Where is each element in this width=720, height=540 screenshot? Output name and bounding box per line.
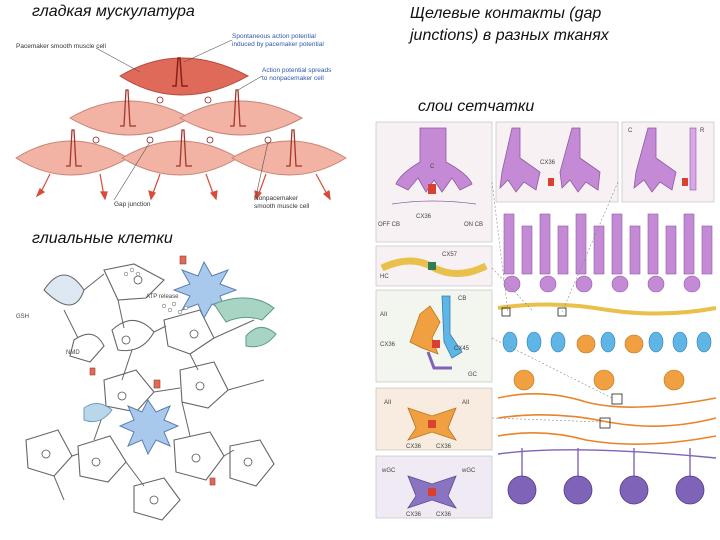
ganglion-cells [507,475,705,505]
label-gc: GC [468,372,478,378]
retina-gap-junction-panels: OFF CB CX36 ON CB C CX36 C R CX57 HC AII… [375,121,717,532]
label-cx36-c1: CX36 [406,444,422,450]
label-cx36-b: CX36 [540,160,556,166]
label-aii: AII [380,312,388,318]
glial-cells-heading: глиальные клетки [32,230,173,247]
retina-layers-heading: слои сетчатки [418,98,535,115]
label-ap-spread-2: to nonpacemaker cell [262,75,324,82]
leader-lines [95,39,269,201]
gap-junction-markers [92,96,272,144]
panel-cone-cone: CX36 [495,121,619,203]
ganglion-dendrites [497,448,717,478]
label-c-1: C [430,164,435,170]
smooth-muscle-diagram: Pacemaker smooth muscle cell Spontaneous… [15,33,347,210]
panel-aii-oncb: AII CB CX36 CX45 GC [375,289,493,383]
panel-rod-cone: C R [621,121,715,203]
gap-junctions-heading: Щелевые контакты (gap junctions) в разны… [410,3,609,47]
label-cx36-ii-a: CX36 [380,342,396,348]
panel-aii-aii: AII AII CX36 CX36 [375,387,493,451]
receptor-markers [41,275,253,505]
label-gap-junction: Gap junction [114,201,151,208]
panel-wgc: wGC wGC CX36 CX36 [375,455,493,519]
label-cx36-d2: CX36 [436,512,452,518]
label-spontaneous-ap-2: induced by pacemaker potential [232,41,324,48]
label-onb: ON CB [464,222,483,228]
label-atp-release: ATP release [146,294,179,300]
pacemaker-cell [119,57,250,96]
astrocyte-processes [53,273,265,501]
label-cx36-a: CX36 [416,214,432,220]
label-r: R [700,128,705,134]
bipolar-cells [502,331,712,353]
label-gsh: GSH [16,314,29,320]
gap-junction-boxes [501,307,623,429]
label-cx57: CX57 [442,252,458,258]
label-hc: HC [380,274,389,280]
photoreceptors [503,213,713,275]
atp-vesicles [123,267,189,315]
label-ofb: OFF CB [378,222,400,228]
gap-heading-line1: Щелевые контакты (gap [410,5,602,22]
smooth-muscle-heading: гладкая мускулатура [32,3,195,20]
gap-heading-line2: junctions) в разных тканях [410,27,609,44]
label-cx36-d1: CX36 [406,512,422,518]
label-wgc: wGC [381,468,396,474]
label-ap-spread-1: Action potential spreads [262,67,332,74]
retina-network [491,181,717,532]
panel-cone-bipolar: OFF CB CX36 ON CB C [375,121,493,243]
label-c-2: C [628,128,633,134]
label-aii-b: AII [462,400,470,406]
label-nmdp: NMD [66,350,80,356]
label-nonpacemaker-2: smooth muscle cell [254,203,310,210]
horizontal-cell-layer [497,302,717,316]
nonpacemaker-cells-row1 [69,89,304,136]
label-cx45: CX45 [454,346,470,352]
label-cx36-c2: CX36 [436,444,452,450]
label-cb: CB [458,296,466,302]
label-pacemaker-cell: Pacemaker smooth muscle cell [16,43,107,50]
spread-arrows [35,173,331,201]
connector-lines [491,181,619,423]
label-nonpacemaker-1: Nonpacemaker [254,195,299,202]
panel-horizontal-cell: CX57 HC [375,245,493,287]
cone-pedicles [503,275,701,293]
amacrine-network [497,393,717,445]
label-spontaneous-ap-1: Spontaneous action potential [232,33,316,40]
nonpacemaker-cells-row2 [15,129,347,176]
amacrine-cells [513,334,685,391]
label-wgc-b: wGC [461,468,476,474]
glial-cells-diagram: ATP release GSH NMD [16,255,277,521]
red-receptor-markers [89,255,216,486]
oligodendrocyte-shapes [83,297,277,423]
label-aii-a: AII [384,400,392,406]
